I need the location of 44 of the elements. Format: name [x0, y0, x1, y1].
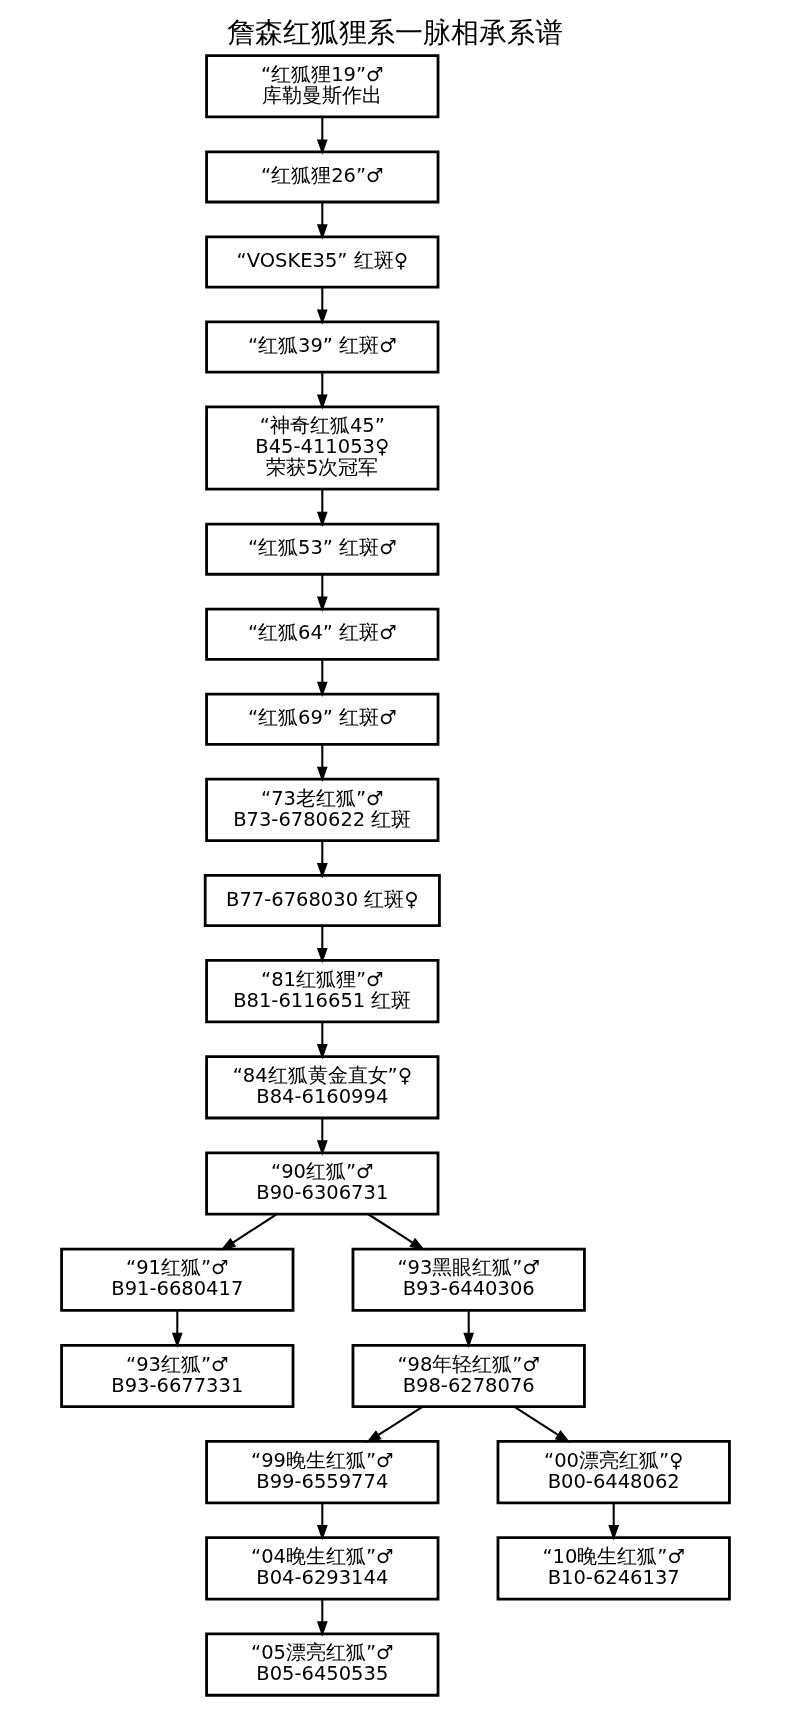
arrow: [316, 287, 328, 325]
node-box: “98年轻红狐”♂ B98-6278076: [351, 1343, 586, 1408]
arrow: [316, 117, 328, 155]
arrow: [316, 1022, 328, 1060]
arrow: [607, 1503, 619, 1541]
arrow: [171, 1310, 183, 1349]
arrow: [316, 372, 328, 410]
node-box: “红狐53” 红斑♂: [204, 522, 439, 576]
node-box: “90红狐”♂ B90-6306731: [204, 1151, 439, 1216]
arrow: [316, 202, 328, 240]
arrow: [219, 1213, 277, 1251]
node-box: “84红狐黄金直女”♀ B84-6160994: [204, 1055, 439, 1120]
arrow: [462, 1310, 474, 1349]
arrow: [316, 1599, 328, 1637]
node-box: “93红狐”♂ B93-6677331: [59, 1343, 294, 1408]
node-box: “红狐64” 红斑♂: [204, 607, 439, 661]
diagram-title: 詹森红狐狸系一脉相承系谱: [227, 15, 563, 49]
arrow: [316, 925, 328, 964]
node-box: “10晚生红狐”♂ B10-6246137: [496, 1536, 731, 1601]
node-box: “红狐69” 红斑♂: [204, 692, 439, 746]
node-box: “81红狐狸”♂ B81-6116651 红斑: [204, 959, 439, 1024]
node-box: B77-6768030 红斑♀: [203, 874, 441, 927]
node-box: “神奇红狐45” B45-411053♀ 荣获5次冠军: [204, 405, 439, 491]
arrow: [316, 659, 328, 697]
node-box: “00漂亮红狐”♀ B00-6448062: [496, 1440, 731, 1505]
node-box: “73老红狐”♂ B73-6780622 红斑: [204, 777, 439, 842]
arrow: [316, 489, 328, 528]
arrow: [367, 1213, 425, 1251]
arrow: [316, 841, 328, 879]
arrow: [316, 1118, 328, 1156]
arrow: [316, 1503, 328, 1541]
node-box: “VOSKE35” 红斑♀: [204, 235, 439, 289]
node-box: “红狐狸26”♂: [204, 150, 439, 204]
arrow: [365, 1405, 423, 1443]
node-box: “91红狐”♂ B91-6680417: [59, 1247, 294, 1312]
node-box: “05漂亮红狐”♂ B05-6450535: [204, 1632, 439, 1697]
node-box: “红狐39” 红斑♂: [204, 320, 439, 374]
arrow: [316, 574, 328, 612]
arrow: [316, 744, 328, 783]
node-box: “93黑眼红狐”♂ B93-6440306: [351, 1247, 586, 1312]
node-box: “99晚生红狐”♂ B99-6559774: [204, 1440, 439, 1505]
node-box: “红狐狸19”♂ 库勒曼斯作出: [204, 54, 439, 119]
arrow: [513, 1405, 571, 1443]
node-box: “04晚生红狐”♂ B04-6293144: [204, 1536, 439, 1601]
